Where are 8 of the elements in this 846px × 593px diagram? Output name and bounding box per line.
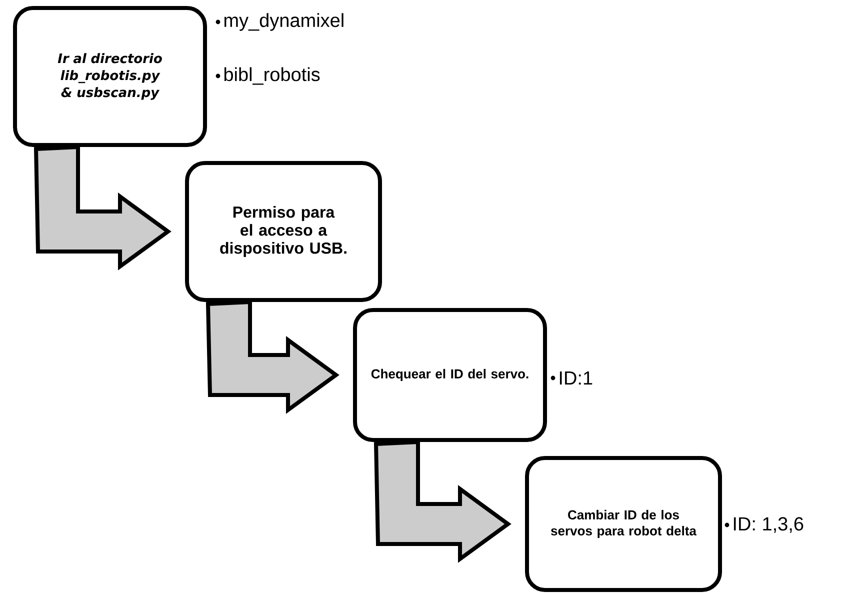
step-box: Chequear el ID del servo. <box>353 308 547 442</box>
bullet-text: bibl_robotis <box>224 67 320 85</box>
step-box: Cambiar ID de los servos para robot delta <box>525 456 722 592</box>
step-box: Permiso para el acceso a dispositivo USB. <box>185 161 382 302</box>
bullet-text: ID: 1,3,6 <box>734 517 804 533</box>
bullet-text: ID:1 <box>560 371 592 385</box>
bullet-text: my_dynamixel <box>224 13 344 31</box>
step-box: Ir al directorio lib_robotis.py & usbscan.py <box>13 6 207 147</box>
